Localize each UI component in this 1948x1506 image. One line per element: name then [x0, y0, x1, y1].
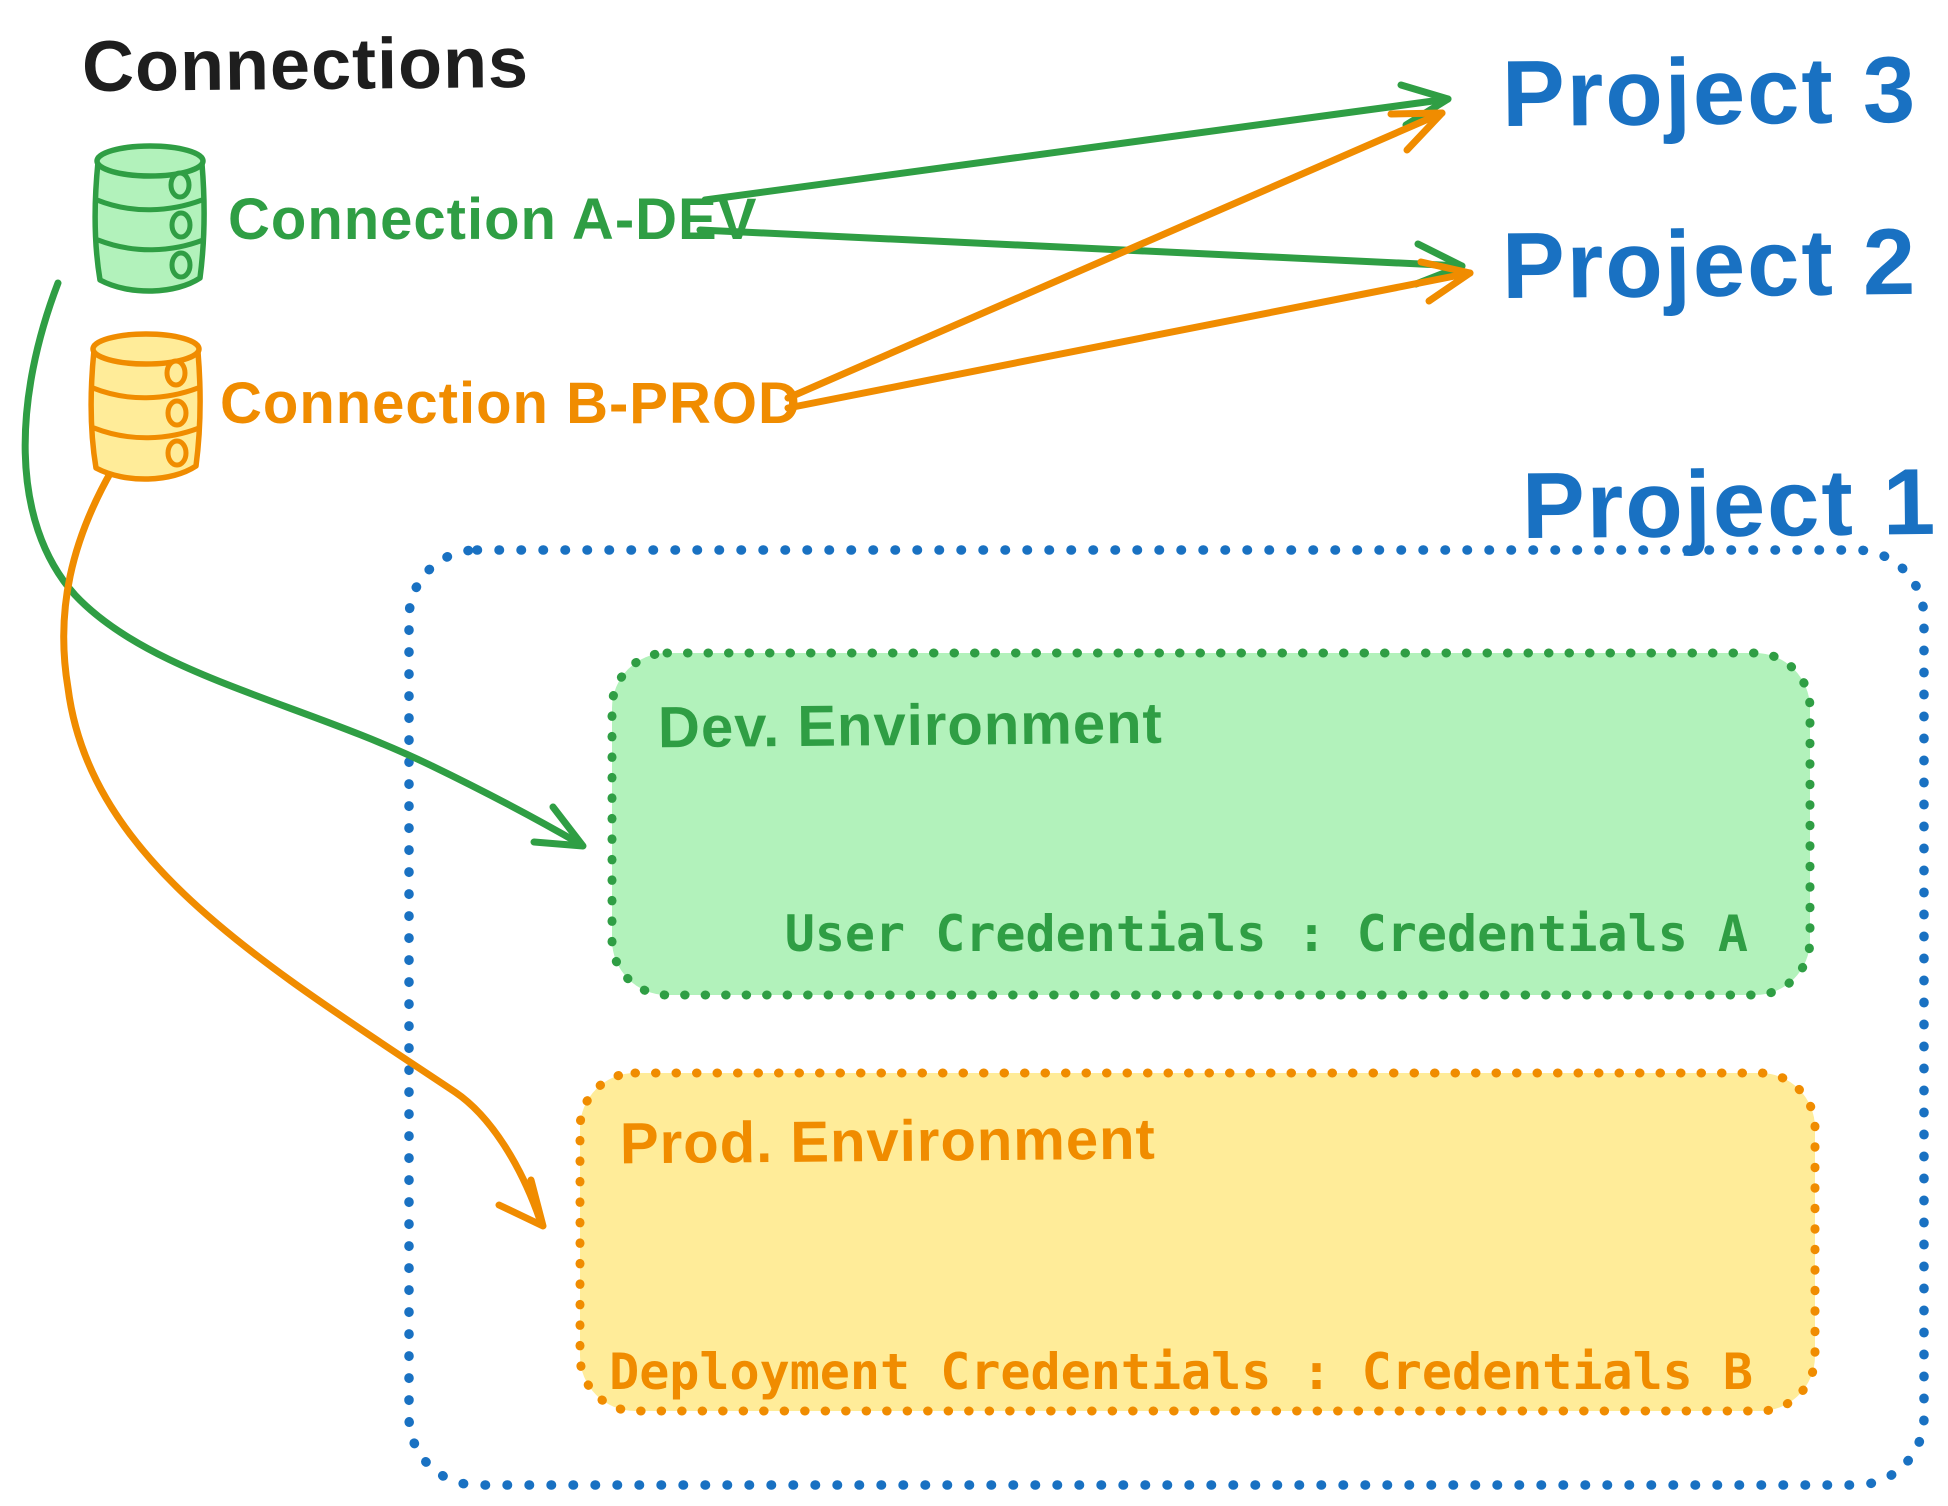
- dev-environment-box: [607, 648, 1815, 1000]
- arrowhead-b-prod-to-project-2: [1417, 258, 1474, 305]
- dev-environment-credentials: User Credentials : Credentials A: [784, 905, 1748, 963]
- prod-environment-box: [575, 1068, 1820, 1416]
- arrow-a-dev-to-project-2: [696, 226, 1466, 270]
- arrow-b-prod-to-project-3: [784, 109, 1446, 402]
- arrowhead-b-prod-to-project-3: [1387, 109, 1446, 154]
- database-icon-b-prod: [80, 328, 214, 488]
- project-1-container-box: [404, 545, 1929, 1490]
- diagram-title: Connections: [81, 23, 530, 107]
- arrow-b-prod-to-prod-environment: [60, 466, 544, 1224]
- arrowhead-a-dev-to-dev-environment: [530, 803, 587, 850]
- arrow-a-dev-to-dev-environment: [21, 279, 584, 848]
- database-icon-a-dev: [84, 140, 218, 300]
- project-2-label: Project 2: [1501, 208, 1918, 319]
- arrow-a-dev-to-project-3: [701, 95, 1452, 204]
- connection-b-prod-label: Connection B-PROD: [220, 371, 801, 436]
- prod-environment-title: Prod. Environment: [619, 1106, 1157, 1177]
- project-1-label: Project 1: [1521, 448, 1938, 559]
- dev-environment-title: Dev. Environment: [657, 690, 1164, 761]
- connection-a-dev-label: Connection A-DEV: [228, 187, 758, 252]
- prod-environment-credentials: Deployment Credentials : Credentials B: [609, 1343, 1753, 1401]
- arrow-b-prod-to-project-2: [784, 269, 1474, 412]
- arrowhead-b-prod-to-prod-environment: [495, 1176, 547, 1230]
- project-3-label: Project 3: [1501, 36, 1918, 147]
